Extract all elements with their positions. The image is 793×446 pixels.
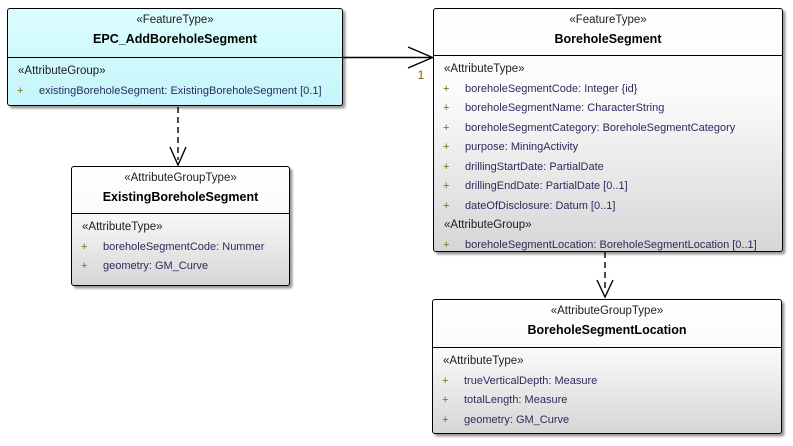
attribute-text: drillingStartDate: PartialDate	[465, 160, 604, 173]
attribute-compartment: «AttributeType» + boreholeSegmentCode: I…	[434, 56, 782, 255]
attribute-row: + existingBoreholeSegment: ExistingBoreh…	[16, 82, 338, 102]
attribute-text: drillingEndDate: PartialDate [0..1]	[465, 180, 628, 192]
attribute-row: + boreholeSegmentCategory: BoreholeSegme…	[442, 119, 778, 139]
attribute-text: purpose: MiningActivity	[465, 141, 579, 153]
attribute-group-stereotype: «AttributeType»	[444, 63, 525, 75]
visibility-symbol: +	[442, 374, 449, 387]
attribute-text: geometry: GM_Curve	[103, 260, 209, 272]
class-stereotype: «FeatureType»	[569, 14, 647, 26]
attribute-text: trueVerticalDepth: Measure	[464, 374, 598, 387]
class-box-epc-addboreholesegment[interactable]: «FeatureType» EPC_AddBoreholeSegment «At…	[7, 8, 343, 106]
visibility-symbol: +	[443, 160, 450, 173]
attribute-group-stereotype: «AttributeType»	[443, 355, 524, 367]
attribute-row: + boreholeSegmentCode: Nummer	[80, 238, 285, 258]
attribute-text: totalLength: Measure	[464, 394, 568, 406]
attribute-text: boreholeSegmentCategory: BoreholeSegment…	[465, 121, 736, 134]
class-title-compartment: «FeatureType» BoreholeSegment	[434, 9, 782, 56]
attribute-text: boreholeSegmentCode: Integer {id}	[465, 82, 638, 95]
visibility-symbol: +	[443, 199, 450, 212]
class-title-compartment: «AttributeGroupType» BoreholeSegmentLoca…	[433, 300, 781, 348]
class-stereotype: «FeatureType»	[136, 14, 214, 26]
visibility-symbol: +	[442, 394, 449, 406]
visibility-symbol: +	[81, 260, 88, 272]
attribute-group-stereotype: «AttributeGroup»	[444, 219, 532, 231]
attribute-text: boreholeSegmentCode: Nummer	[103, 240, 265, 253]
class-stereotype: «AttributeGroupType»	[124, 172, 237, 184]
attribute-row: + boreholeSegmentCode: Integer {id}	[442, 80, 778, 100]
class-name: BoreholeSegmentLocation	[527, 323, 687, 337]
attribute-row: + purpose: MiningActivity	[442, 138, 778, 158]
attribute-row: + geometry: GM_Curve	[80, 257, 285, 277]
visibility-symbol: +	[17, 84, 24, 97]
visibility-symbol: +	[443, 121, 450, 134]
attribute-text: geometry: GM_Curve	[464, 413, 570, 426]
attribute-row: + boreholeSegmentName: CharacterString	[442, 99, 778, 119]
attribute-row: + dateOfDisclosure: Datum [0..1]	[442, 197, 778, 217]
class-title-compartment: «FeatureType» EPC_AddBoreholeSegment	[8, 9, 342, 58]
visibility-symbol: +	[443, 102, 450, 114]
attribute-compartment: «AttributeType» + trueVerticalDepth: Mea…	[433, 348, 781, 430]
visibility-symbol: +	[442, 413, 449, 426]
class-stereotype: «AttributeGroupType»	[550, 305, 664, 317]
attribute-row: + geometry: GM_Curve	[441, 411, 777, 431]
class-title-compartment: «AttributeGroupType» ExistingBoreholeSeg…	[72, 167, 289, 214]
class-name: BoreholeSegment	[554, 32, 662, 46]
visibility-symbol: +	[443, 82, 450, 95]
attribute-row: + drillingStartDate: PartialDate	[442, 158, 778, 178]
visibility-symbol: +	[81, 240, 88, 253]
attribute-row: + drillingEndDate: PartialDate [0..1]	[442, 177, 778, 197]
attribute-row: + trueVerticalDepth: Measure	[441, 372, 777, 392]
attribute-text: boreholeSegmentLocation: BoreholeSegment…	[465, 238, 757, 251]
target-multiplicity-label: 1	[418, 68, 425, 82]
class-name: EPC_AddBoreholeSegment	[93, 32, 257, 46]
attribute-text: dateOfDisclosure: Datum [0..1]	[465, 199, 616, 212]
attribute-compartment: «AttributeGroup» + existingBoreholeSegme…	[8, 58, 342, 101]
class-box-existingboreholesegment[interactable]: «AttributeGroupType» ExistingBoreholeSeg…	[71, 166, 290, 286]
attribute-group-stereotype: «AttributeType»	[82, 221, 163, 233]
visibility-symbol: +	[443, 180, 450, 192]
class-box-boreholesegment[interactable]: «FeatureType» BoreholeSegment «Attribute…	[433, 8, 783, 252]
visibility-symbol: +	[443, 141, 450, 153]
attribute-row: + boreholeSegmentLocation: BoreholeSegme…	[442, 236, 778, 256]
class-name: ExistingBoreholeSegment	[102, 190, 259, 204]
class-box-boreholesegmentlocation[interactable]: «AttributeGroupType» BoreholeSegmentLoca…	[432, 299, 782, 434]
attribute-row: + totalLength: Measure	[441, 391, 777, 411]
attribute-compartment: «AttributeType» + boreholeSegmentCode: N…	[72, 214, 289, 277]
visibility-symbol: +	[443, 238, 450, 251]
attribute-group-stereotype: «AttributeGroup»	[18, 65, 106, 77]
attribute-text: boreholeSegmentName: CharacterString	[465, 102, 665, 114]
attribute-text: existingBoreholeSegment: ExistingBorehol…	[39, 84, 322, 97]
